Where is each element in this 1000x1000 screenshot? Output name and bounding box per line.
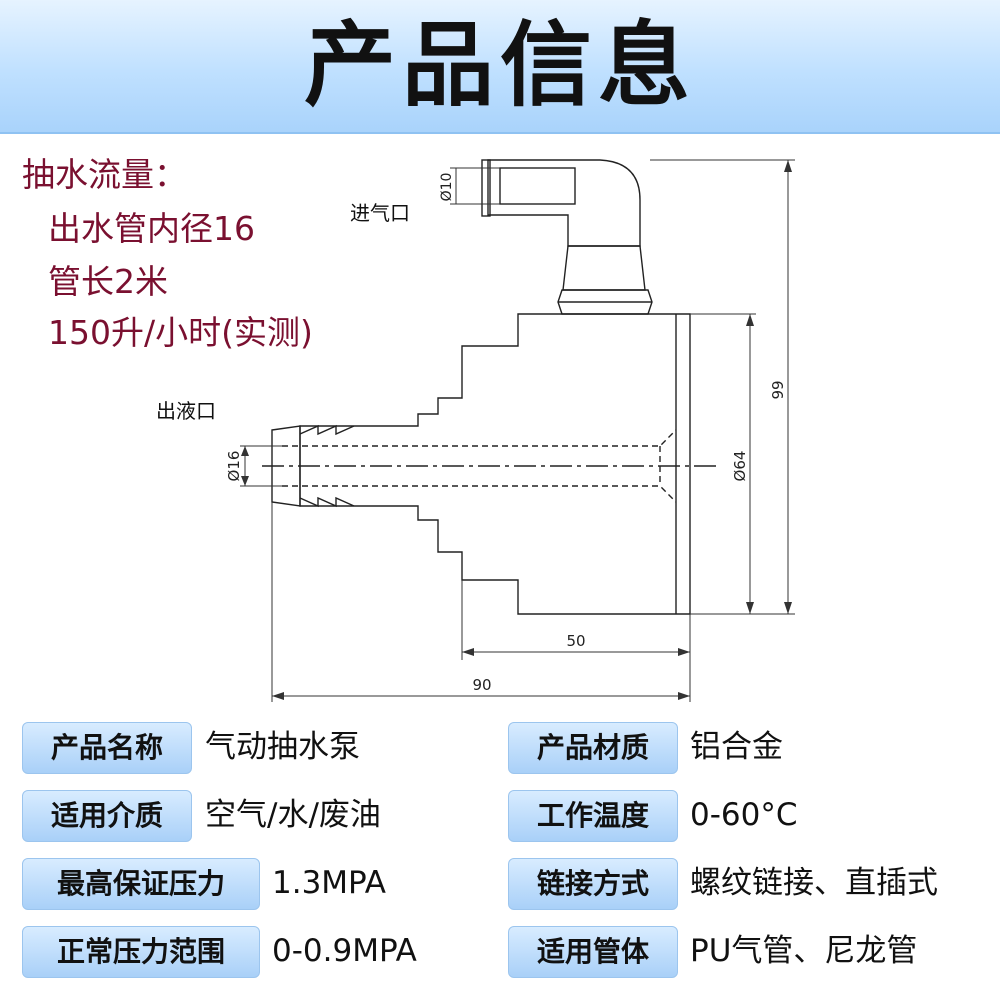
flow-line-inner-diameter: 出水管内径16: [48, 209, 255, 248]
dim-inlet-dia-text: Ø10: [439, 173, 455, 202]
flow-heading: 抽水流量：: [22, 155, 187, 194]
spec-value-pressure-range: 0-0.9MPA: [272, 933, 417, 969]
spec-value-product-name: 气动抽水泵: [205, 729, 360, 765]
inlet-label: 进气口: [350, 201, 410, 225]
spec-value-connection: 螺纹链接、直插式: [690, 865, 938, 901]
outlet-barb: [271, 425, 301, 507]
spec-label-material: 产品材质: [508, 722, 678, 774]
spec-value-material: 铝合金: [690, 729, 783, 765]
spec-label-medium: 适用介质: [22, 790, 192, 842]
barb-teeth-top: [299, 424, 355, 436]
spec-value-max-pressure: 1.3MPA: [272, 865, 386, 901]
spec-label-temperature: 工作温度: [508, 790, 678, 842]
pump-body: [299, 313, 691, 615]
spec-label-product-name: 产品名称: [22, 722, 192, 774]
dim-base-length-text: 50: [566, 632, 585, 650]
elbow-collar: [481, 159, 491, 217]
elbow-inner-tube: [499, 167, 576, 205]
flow-line-rate: 150升/小时(实测): [48, 313, 313, 352]
elbow-fitting: [487, 159, 641, 247]
dim-height-text: 99: [769, 380, 787, 399]
spec-label-max-pressure: 最高保证压力: [22, 858, 260, 910]
spec-label-connection: 链接方式: [508, 858, 678, 910]
dim-body-dia-text: Ø64: [731, 451, 749, 482]
flow-line-tube-length: 管长2米: [48, 262, 168, 301]
spec-table: 产品名称 气动抽水泵 适用介质 空气/水/废油 最高保证压力 1.3MPA 正常…: [0, 718, 1000, 1000]
page-title: 产品信息: [303, 12, 696, 119]
spec-value-temperature: 0-60°C: [690, 797, 798, 833]
spec-value-medium: 空气/水/废油: [205, 797, 381, 833]
outlet-label: 出液口: [156, 399, 216, 423]
spec-label-pressure-range: 正常压力范围: [22, 926, 260, 978]
barb-teeth-bottom: [299, 496, 355, 508]
spec-label-tubing: 适用管体: [508, 926, 678, 978]
fitting-neck: [562, 245, 646, 291]
dim-total-length-text: 90: [472, 676, 491, 694]
dim-outlet-dia-text: Ø16: [225, 451, 243, 482]
technical-drawing: 99 Ø64 Ø16 Ø10 50 90 进气口 出液口: [156, 159, 795, 702]
spec-value-tubing: PU气管、尼龙管: [690, 933, 918, 969]
page-header: 产品信息: [0, 0, 1000, 134]
